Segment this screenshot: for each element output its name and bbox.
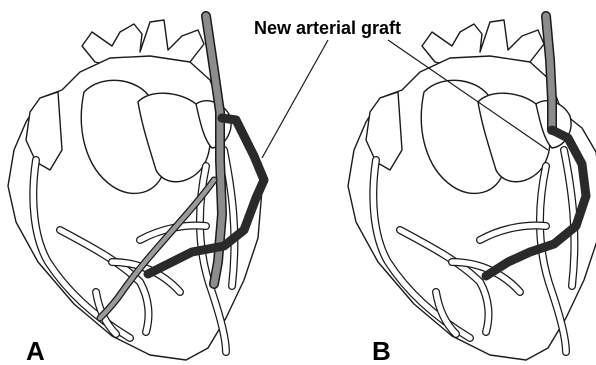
callout-pointer-a: [262, 40, 328, 158]
panel-b-label: B: [372, 336, 391, 365]
graft-callout-label: New arterial graft: [254, 18, 401, 38]
panel-a-label: A: [26, 336, 45, 365]
panel-a-heart: [8, 16, 264, 360]
panel-b-heart: [348, 16, 596, 360]
